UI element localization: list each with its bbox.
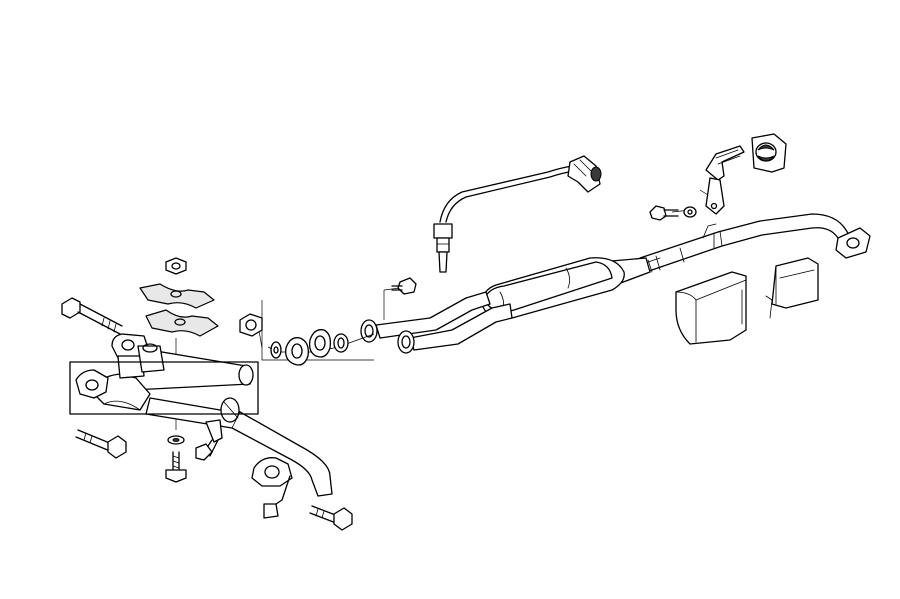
top-nut bbox=[165, 257, 187, 275]
bolt-lower-left bbox=[75, 429, 127, 459]
bolt-upper-left bbox=[61, 297, 123, 335]
center-catalytic-converter bbox=[481, 247, 685, 319]
bolt-lower-right bbox=[309, 505, 353, 531]
washer-center bbox=[167, 435, 185, 445]
oxygen-sensor bbox=[433, 155, 602, 273]
bolt-vertical bbox=[165, 451, 187, 483]
rubber-mount bbox=[751, 133, 787, 173]
hanger-bracket bbox=[705, 145, 745, 215]
clamp-plate-upper bbox=[139, 283, 215, 309]
bolt-center bbox=[391, 277, 417, 295]
callout-box bbox=[69, 361, 259, 415]
dual-front-pipes bbox=[360, 291, 513, 354]
clamp-plate-lower bbox=[145, 309, 219, 337]
collar-nut bbox=[239, 313, 263, 337]
heat-shield-rear bbox=[765, 257, 819, 319]
tail-flange bbox=[835, 227, 871, 259]
front-downpipe-assembly bbox=[75, 333, 333, 519]
heat-shield-front bbox=[675, 271, 747, 345]
gaskets bbox=[270, 329, 349, 366]
rear-pipe bbox=[639, 213, 855, 273]
bolt-hanger bbox=[649, 205, 697, 221]
